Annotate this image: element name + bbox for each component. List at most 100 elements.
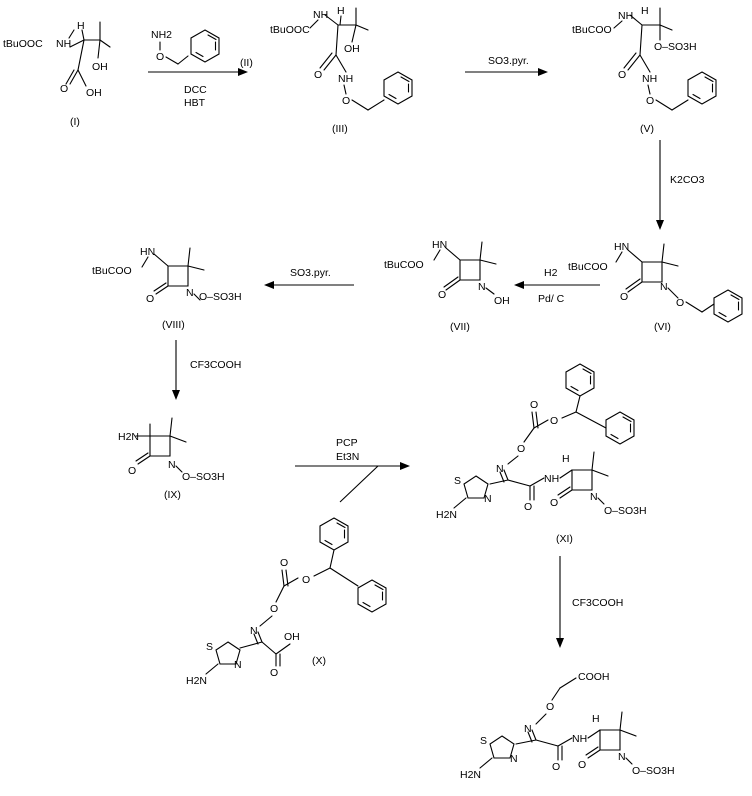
o-label: O <box>524 501 532 513</box>
hn-label: HN <box>140 246 155 258</box>
oh-label: OH <box>92 61 108 73</box>
h-label: H <box>77 20 85 32</box>
h-label: H <box>641 5 649 17</box>
reagent-pdc: Pd/ C <box>538 293 565 305</box>
s-label: S <box>480 735 487 747</box>
reagent-k2co3: K2CO3 <box>670 174 705 186</box>
compound-id-V: (V) <box>640 123 654 135</box>
o-label: O <box>646 95 654 107</box>
tbucoo-label: tBuCOO <box>92 265 132 277</box>
n-label: N <box>250 625 258 637</box>
oh-label: OH <box>86 87 102 99</box>
o-label: O <box>530 399 538 411</box>
nh-label: NH <box>572 733 587 745</box>
h2n-label: H2N <box>460 769 481 781</box>
o-label: O <box>280 557 288 569</box>
n-label: N <box>168 459 176 471</box>
n-label: N <box>510 753 518 765</box>
h-label: H <box>592 713 600 725</box>
nh2-label: NH2 <box>151 29 172 41</box>
o-label: O <box>128 465 136 477</box>
compound-I: tBuOOC NH H OH O OH (I) <box>3 20 111 128</box>
reagent-HBT: HBT <box>184 97 206 109</box>
h2n-label: H2N <box>186 675 207 687</box>
hn-label: HN <box>432 239 447 251</box>
o-label: O <box>578 759 586 771</box>
nh-label: NH <box>338 73 353 85</box>
arrowhead-7 <box>400 462 410 470</box>
compound-id-X: (X) <box>312 655 326 667</box>
compound-X: O O O N OH O S N H2N (X) <box>186 517 387 687</box>
compound-id-VIII: (VIII) <box>162 319 185 331</box>
hn-label: HN <box>614 241 629 253</box>
n-label: N <box>618 751 626 763</box>
o-label: O <box>550 497 558 509</box>
compound-III: tBuOOC NH H OH O NH O (III) <box>270 5 413 135</box>
arrowhead-4 <box>514 281 524 289</box>
o-label: O <box>618 69 626 81</box>
tbucoo-label: tBuCOO <box>384 259 424 271</box>
nh-label: NH <box>313 9 328 21</box>
n-label: N <box>590 491 598 503</box>
reagent-h2: H2 <box>544 267 558 279</box>
tbuooc-label: tBuOOC <box>3 38 43 50</box>
reagent-cf3cooh: CF3COOH <box>190 359 241 371</box>
o-label: O <box>270 603 278 615</box>
tbuooc-label: tBuOOC <box>270 24 310 36</box>
h-label: H <box>562 453 570 465</box>
cooh-label: COOH <box>578 671 610 683</box>
reagent-cf3cooh: CF3COOH <box>572 597 623 609</box>
oso3h-label: O–SO3H <box>632 765 675 777</box>
o-label: O <box>302 574 310 586</box>
h-label: H <box>337 5 345 17</box>
o-label: O <box>156 51 164 63</box>
s-label: S <box>454 475 461 487</box>
s-label: S <box>206 641 213 653</box>
compound-id-XI: (XI) <box>556 533 573 545</box>
o-label: O <box>270 667 278 679</box>
n-label: N <box>524 723 532 735</box>
arrowhead-6 <box>172 390 180 400</box>
o-label: O <box>314 69 322 81</box>
o-label: O <box>546 701 554 713</box>
reagent-so3pyr: SO3.pyr. <box>488 55 529 67</box>
oso3h-label: O–SO3H <box>182 471 225 483</box>
o-label: O <box>146 293 154 305</box>
tbucoo-label: tBuCOO <box>572 24 612 36</box>
compound-VII: HN tBuCOO O N OH (VII) <box>384 239 510 333</box>
final-product: COOH O N O NH H O N O–SO3H S N H2N <box>460 671 675 781</box>
arrow-7-branch <box>339 465 379 503</box>
oh-label: OH <box>284 631 300 643</box>
n-label: N <box>496 463 504 475</box>
compound-id-IX: (IX) <box>164 489 181 501</box>
o-label: O <box>60 83 68 95</box>
n-label: N <box>484 493 492 505</box>
compound-id-VI: (VI) <box>654 321 671 333</box>
compound-VI: HN tBuCOO O N O (VI) <box>568 241 743 333</box>
arrowhead-8 <box>556 638 564 648</box>
oh-label: OH <box>344 43 360 55</box>
arrowhead-5 <box>264 281 274 289</box>
arrowhead-2 <box>538 68 548 76</box>
oh-label: OH <box>494 295 510 307</box>
o-label: O <box>517 443 525 455</box>
n-label: N <box>478 281 486 293</box>
tbucoo-label: tBuCOO <box>568 261 608 273</box>
arrowhead-1 <box>238 68 248 76</box>
n-label: N <box>186 287 194 299</box>
nh-label: NH <box>618 10 633 22</box>
compound-id-III: (III) <box>332 123 348 135</box>
oso3h-label: O–SO3H <box>604 505 647 517</box>
reagent-DCC: DCC <box>184 84 207 96</box>
compound-id-I: (I) <box>70 116 80 128</box>
reagent-ref-II: (II) <box>240 57 253 69</box>
n-label: N <box>660 281 668 293</box>
o-label: O <box>620 291 628 303</box>
reagent-et3n: Et3N <box>336 451 359 463</box>
o-label: O <box>550 415 558 427</box>
arrowhead-3 <box>656 220 664 230</box>
nh-label: NH <box>56 38 71 50</box>
compound-IX: H2N O N O–SO3H (IX) <box>118 417 225 501</box>
oso3h-label: O–SO3H <box>199 291 242 303</box>
